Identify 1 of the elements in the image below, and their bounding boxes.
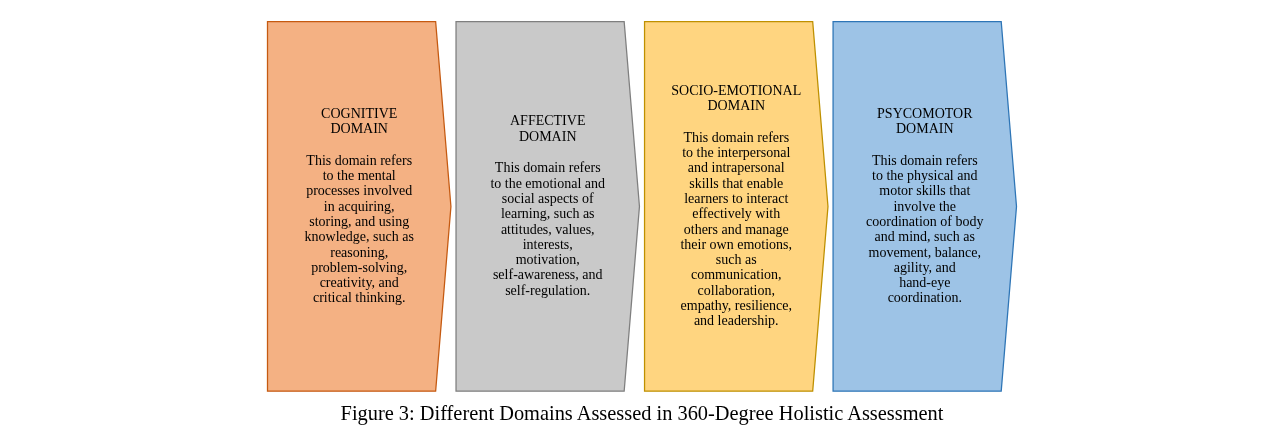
caption: Figure 3: Different Domains Assessed in 360-Degree Holistic Assessment (340, 401, 943, 424)
